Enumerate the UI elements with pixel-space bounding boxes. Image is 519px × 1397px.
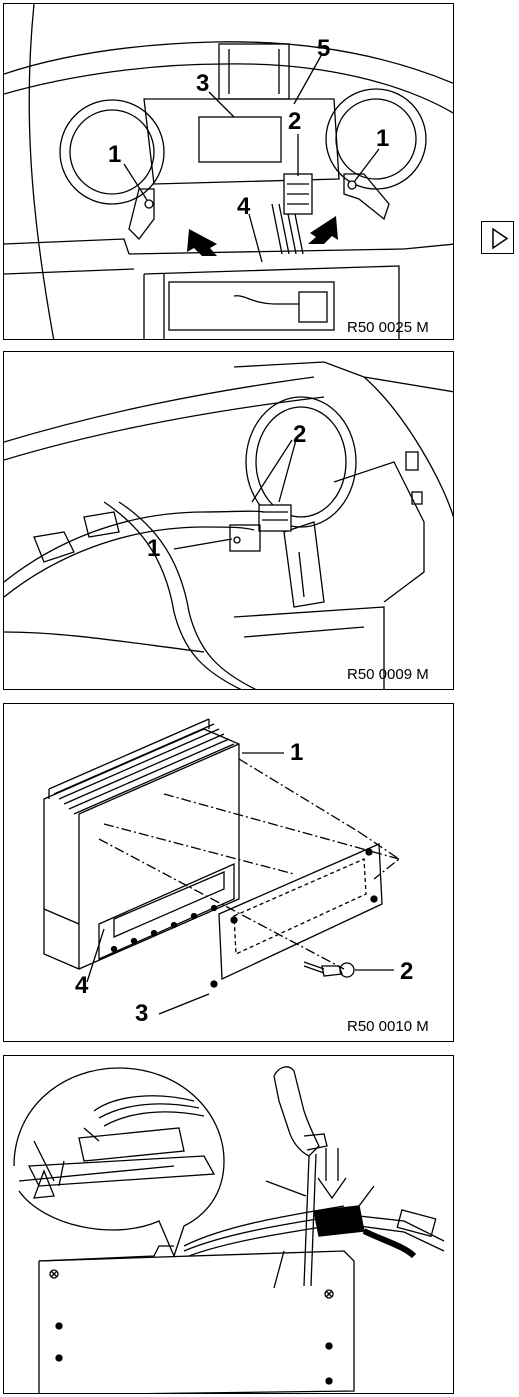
callout-2: 2 <box>293 423 306 447</box>
figure-panel-2: 2 1 R50 0009 M <box>3 351 454 690</box>
callout-3: 3 <box>135 1002 148 1026</box>
figure-reference: R50 0009 M <box>347 666 429 683</box>
next-page-button[interactable] <box>481 221 514 254</box>
callout-3: 3 <box>196 72 209 96</box>
callout-1-right: 1 <box>376 127 389 151</box>
figure-panel-4 <box>3 1055 454 1394</box>
figure-reference: R50 0025 M <box>347 319 429 336</box>
callout-4: 4 <box>75 974 88 998</box>
figure-reference: R50 0010 M <box>347 1018 429 1035</box>
callout-4: 4 <box>237 195 250 219</box>
callout-5: 5 <box>317 37 330 61</box>
callout-1: 1 <box>147 537 160 561</box>
figure-panel-3: 1 2 3 4 R50 0010 M <box>3 703 454 1042</box>
figure-panel-1: 5 3 2 1 1 4 R50 0025 M <box>3 3 454 340</box>
connector-disconnection-drawing <box>4 352 454 690</box>
dashboard-radio-removal-drawing <box>4 4 454 340</box>
connector-release-tool-drawing <box>4 1056 454 1394</box>
play-triangle-icon <box>482 222 515 255</box>
radio-bracket-exploded-drawing <box>4 704 454 1042</box>
callout-2: 2 <box>400 960 413 984</box>
callout-1-left: 1 <box>108 143 121 167</box>
callout-1: 1 <box>290 741 303 765</box>
callout-2: 2 <box>288 110 301 134</box>
